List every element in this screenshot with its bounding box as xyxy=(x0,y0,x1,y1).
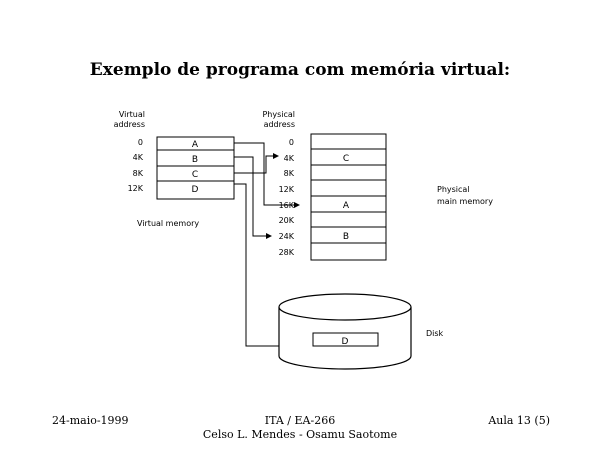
virtual-memory-table xyxy=(156,136,235,200)
disk-label: Disk xyxy=(426,329,444,338)
physical-address-header-line1: Physical xyxy=(262,110,295,119)
virtual-address-label: 8K xyxy=(133,169,144,178)
virtual-address-header-line2: address xyxy=(114,120,145,129)
disk-content-label: D xyxy=(342,337,349,347)
virtual-page-cell: C xyxy=(192,170,198,180)
footer-center: ITA / EA-266 Celso L. Mendes - Osamu Sao… xyxy=(0,414,600,442)
physical-address-label: 0 xyxy=(289,138,294,147)
physical-address-label: 12K xyxy=(279,185,295,194)
disk-content-box xyxy=(312,332,379,347)
physical-memory-caption-line1: Physical xyxy=(437,185,470,194)
physical-frame-cell: C xyxy=(343,154,349,164)
footer-authors: Celso L. Mendes - Osamu Saotome xyxy=(202,428,398,441)
physical-address-label: 4K xyxy=(284,154,295,163)
virtual-address-label: 4K xyxy=(133,153,144,162)
physical-memory-caption-line2: main memory xyxy=(437,197,493,206)
physical-address-label: 20K xyxy=(279,216,295,225)
virtual-page-cell: D xyxy=(192,185,199,195)
footer-lecture: Aula 13 (5) xyxy=(488,414,550,427)
physical-address-header-line2: address xyxy=(264,120,295,129)
footer-course: ITA / EA-266 xyxy=(264,414,336,427)
virtual-address-label: 12K xyxy=(128,184,144,193)
disk-cylinder xyxy=(278,293,412,370)
physical-frame-cell: B xyxy=(343,232,349,242)
physical-address-label: 24K xyxy=(279,232,295,241)
physical-address-label: 28K xyxy=(279,248,295,257)
physical-memory-table xyxy=(310,133,387,261)
virtual-address-label: 0 xyxy=(138,138,143,147)
footer-date: 24-maio-1999 xyxy=(52,414,129,427)
mapping-lines xyxy=(234,142,310,347)
virtual-address-header-line1: Virtual xyxy=(119,110,145,119)
physical-frame-cell: A xyxy=(343,201,350,211)
slide-title: Exemplo de programa com memória virtual: xyxy=(89,60,511,80)
physical-address-label: 8K xyxy=(284,169,295,178)
virtual-memory-caption: Virtual memory xyxy=(137,219,199,228)
virtual-page-cell: A xyxy=(192,140,199,150)
virtual-page-cell: B xyxy=(192,155,198,165)
